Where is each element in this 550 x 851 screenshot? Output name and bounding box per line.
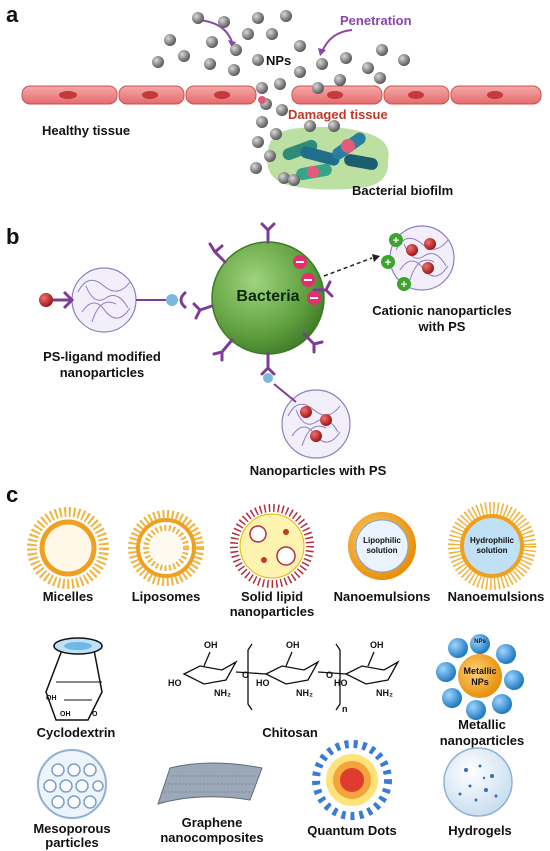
chitosan-atom: OH bbox=[370, 640, 384, 650]
svg-text:+: + bbox=[385, 257, 391, 269]
nanoemulsion-lipophilic-illustration bbox=[348, 512, 416, 580]
metallic-np-center-line1: Metallic bbox=[463, 666, 497, 676]
liposomes-label: Liposomes bbox=[131, 589, 201, 604]
svg-text:+: + bbox=[393, 235, 399, 247]
chitosan-atom: NH₂ bbox=[296, 688, 313, 698]
healthy-tissue-layer bbox=[21, 85, 542, 105]
nanoemulsions-label-1: Nanoemulsions bbox=[333, 589, 431, 604]
damaged-tissue-label: Damaged tissue bbox=[288, 107, 388, 122]
panel-c-letter: c bbox=[6, 482, 19, 507]
nps-label: NPs bbox=[266, 53, 292, 68]
svg-text:OH: OH bbox=[60, 711, 71, 718]
nps-small-label: NPs bbox=[474, 639, 486, 645]
panel-c: OH OH O OH HO NH₂ OH HO NH₂ OH HO NH₂ bbox=[27, 502, 536, 820]
chitosan-atom: NH₂ bbox=[214, 688, 231, 698]
mesoporous-label-line2: particles bbox=[45, 835, 99, 850]
bacterial-biofilm bbox=[267, 126, 389, 190]
graphene-label-line1: Graphene bbox=[181, 815, 243, 830]
ps-ligand-np-label-line2: nanoparticles bbox=[59, 365, 145, 380]
chitosan-structure bbox=[182, 643, 400, 711]
panel-b: + + + bbox=[39, 222, 455, 459]
chitosan-atom-labels: OH HO NH₂ OH HO NH₂ OH HO NH₂ O O n bbox=[168, 640, 393, 714]
solid-lipid-label-line1: Solid lipid bbox=[240, 589, 304, 604]
micelles-label: Micelles bbox=[42, 589, 94, 604]
nanoemulsion-hydrophilic-illustration bbox=[448, 502, 536, 590]
chitosan-atom: O bbox=[242, 670, 249, 680]
hydrogels-label: Hydrogels bbox=[448, 823, 512, 838]
hydrophilic-label-line2: solution bbox=[476, 546, 508, 555]
graphene-illustration bbox=[157, 762, 263, 805]
metallic-np-illustration bbox=[436, 634, 524, 720]
micelle-illustration bbox=[27, 507, 109, 589]
np-cluster bbox=[152, 10, 410, 186]
cationic-np-label-line2: with PS bbox=[418, 319, 466, 334]
panel-b-letter: b bbox=[6, 224, 20, 249]
chitosan-atom: HO bbox=[168, 678, 182, 688]
svg-text:+: + bbox=[401, 279, 407, 291]
healthy-tissue-label: Healthy tissue bbox=[42, 123, 131, 138]
receptors bbox=[192, 222, 334, 376]
mesoporous-label-line1: Mesoporous bbox=[33, 821, 111, 836]
chitosan-atom: NH₂ bbox=[376, 688, 393, 698]
nps-with-ps-label: Nanoparticles with PS bbox=[249, 463, 387, 478]
np-with-ps bbox=[263, 373, 351, 459]
graphene-label-line2: nanocomposites bbox=[160, 830, 264, 845]
panel-a bbox=[21, 10, 542, 190]
chitosan-label: Chitosan bbox=[262, 725, 318, 740]
solid-lipid-np-illustration bbox=[230, 504, 314, 588]
cyclodextrin-label: Cyclodextrin bbox=[36, 725, 116, 740]
chitosan-atom: HO bbox=[334, 678, 348, 688]
penetration-label: Penetration bbox=[340, 13, 412, 28]
hydrophilic-label-line1: Hydrophilic bbox=[469, 536, 515, 545]
ps-ligand-np bbox=[39, 267, 187, 333]
panel-a-letter: a bbox=[6, 2, 19, 27]
chitosan-atom: HO bbox=[256, 678, 270, 688]
metallic-np-center-line2: NPs bbox=[471, 677, 489, 687]
chitosan-atom: OH bbox=[204, 640, 218, 650]
chitosan-atom: OH bbox=[286, 640, 300, 650]
quantum-dots-label: Quantum Dots bbox=[307, 823, 397, 838]
negative-charges bbox=[293, 255, 321, 305]
bacterial-biofilm-label: Bacterial biofilm bbox=[352, 183, 454, 198]
ps-ligand-np-label-line1: PS-ligand modified bbox=[43, 349, 161, 364]
cationic-np-label-line1: Cationic nanoparticles bbox=[372, 303, 512, 318]
cationic-np: + + + bbox=[381, 225, 455, 291]
mesoporous-illustration bbox=[37, 749, 107, 819]
nanoemulsions-label-2: Nanoemulsions bbox=[447, 589, 545, 604]
lipophilic-label-line1: Lipophilic bbox=[363, 536, 401, 545]
svg-text:OH: OH bbox=[46, 695, 57, 702]
chitosan-atom: O bbox=[326, 670, 333, 680]
metallic-np-label-line1: Metallic bbox=[458, 717, 506, 732]
chitosan-atom: n bbox=[342, 704, 348, 714]
solid-lipid-label-line2: nanoparticles bbox=[229, 604, 315, 619]
hydrogel-illustration bbox=[443, 747, 513, 817]
quantum-dot-illustration bbox=[312, 740, 392, 820]
lipophilic-label-line2: solution bbox=[366, 546, 398, 555]
bacteria-label: Bacteria bbox=[236, 288, 300, 305]
metallic-np-label-line2: nanoparticles bbox=[439, 733, 525, 748]
svg-text:O: O bbox=[92, 711, 98, 718]
liposome-illustration bbox=[128, 510, 204, 586]
cyclodextrin-illustration: OH OH O bbox=[45, 637, 103, 721]
